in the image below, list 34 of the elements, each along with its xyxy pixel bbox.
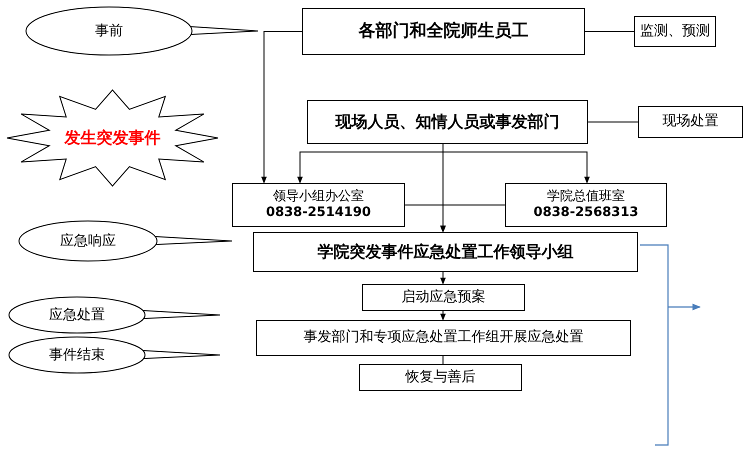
arrow bbox=[440, 272, 446, 285]
note-box bbox=[638, 106, 743, 138]
box-label: 领导小组办公室 bbox=[273, 188, 364, 205]
callout-text: 应急响应 bbox=[60, 232, 116, 250]
process-box bbox=[362, 284, 525, 311]
process-box bbox=[256, 320, 631, 356]
arrow bbox=[261, 31, 302, 184]
box-label: 现场人员、知情人员或事发部门 bbox=[336, 112, 560, 132]
callout-text: 事前 bbox=[95, 22, 123, 40]
process-box bbox=[302, 8, 585, 55]
arrow bbox=[440, 310, 446, 321]
box-label: 各部门和全院师生员工 bbox=[358, 20, 528, 42]
callout-text: 应急处置 bbox=[49, 306, 105, 324]
box-label: 学院总值班室 bbox=[547, 188, 625, 205]
process-box bbox=[253, 232, 638, 272]
box-label: 学院突发事件应急处置工作领导小组 bbox=[318, 242, 574, 262]
callout-text: 事件结束 bbox=[49, 346, 105, 364]
arrow bbox=[440, 204, 506, 233]
office-box bbox=[232, 183, 405, 227]
box-label: 事发部门和专项应急处置工作组开展应急处置 bbox=[304, 329, 584, 347]
box-label: 启动应急预案 bbox=[402, 288, 486, 306]
connector-line bbox=[584, 31, 634, 32]
office-box bbox=[505, 183, 667, 227]
note-box bbox=[634, 16, 716, 47]
connector-line bbox=[442, 356, 444, 364]
box-label: 恢复与善后 bbox=[406, 368, 476, 386]
box-label: 现场处置 bbox=[662, 113, 718, 131]
phone-number: 0838-2568313 bbox=[534, 205, 638, 222]
process-box bbox=[359, 364, 522, 391]
process-box bbox=[307, 100, 588, 144]
arrow bbox=[442, 144, 590, 184]
box-label: 监测、预测 bbox=[640, 22, 710, 40]
event-text: 发生突发事件 bbox=[64, 127, 160, 149]
phone-number: 0838-2514190 bbox=[266, 205, 371, 222]
